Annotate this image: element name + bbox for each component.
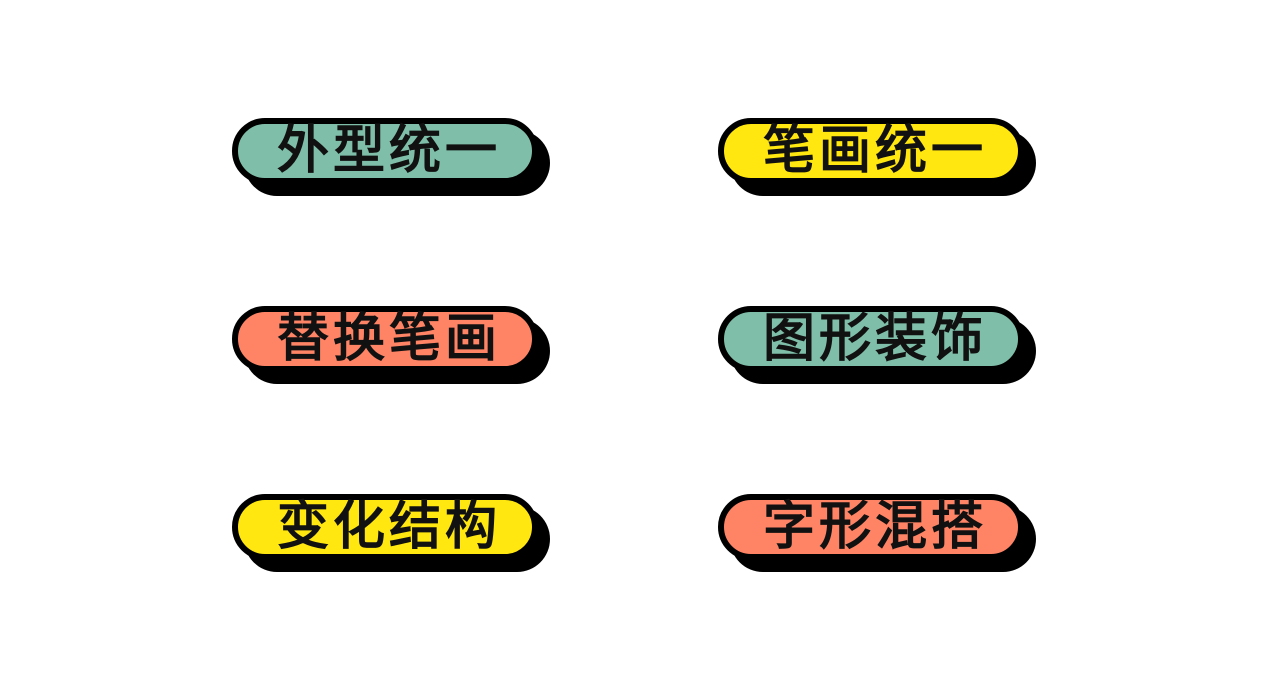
tag-pill: 变化结构 bbox=[232, 494, 552, 574]
tag-label: 变化结构 bbox=[276, 497, 501, 557]
tag-pill: 笔画统一 bbox=[718, 118, 1038, 198]
pill-face: 字形混搭 bbox=[718, 494, 1024, 560]
tag-label: 笔画统一 bbox=[762, 121, 987, 181]
pill-face: 笔画统一 bbox=[718, 118, 1024, 184]
tag-label: 字形混搭 bbox=[762, 497, 987, 557]
pill-face: 图形装饰 bbox=[718, 306, 1024, 372]
tag-pill: 字形混搭 bbox=[718, 494, 1038, 574]
pill-face: 外型统一 bbox=[232, 118, 538, 184]
pill-face: 替换笔画 bbox=[232, 306, 538, 372]
tag-label: 替换笔画 bbox=[276, 309, 501, 369]
tag-pill: 替换笔画 bbox=[232, 306, 552, 386]
pill-face: 变化结构 bbox=[232, 494, 538, 560]
tag-pill: 图形装饰 bbox=[718, 306, 1038, 386]
tag-label: 外型统一 bbox=[276, 121, 501, 181]
tag-pill: 外型统一 bbox=[232, 118, 552, 198]
tag-label: 图形装饰 bbox=[762, 309, 987, 369]
